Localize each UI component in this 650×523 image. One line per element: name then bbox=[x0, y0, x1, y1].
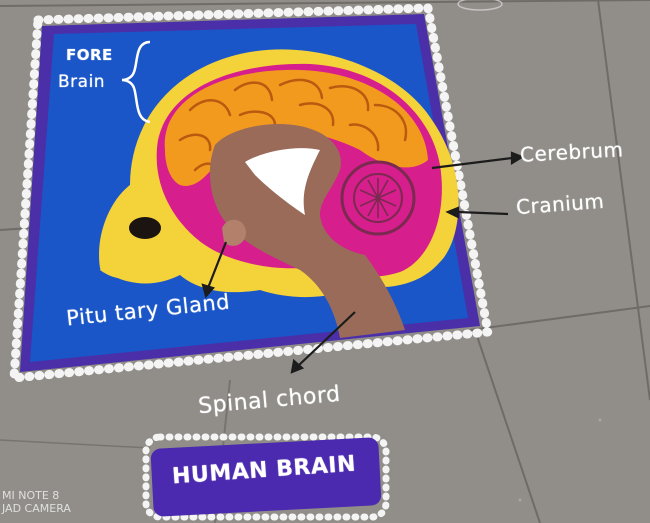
eye-socket bbox=[129, 217, 161, 239]
label-brain: Brain bbox=[58, 72, 105, 92]
camera-watermark: MI NOTE 8 JAD CAMERA bbox=[2, 489, 71, 515]
watermark-line-1: MI NOTE 8 bbox=[2, 489, 71, 502]
label-fore: FORE bbox=[66, 46, 113, 64]
watermark-line-2: JAD CAMERA bbox=[2, 502, 71, 515]
cerebellum bbox=[342, 162, 414, 234]
